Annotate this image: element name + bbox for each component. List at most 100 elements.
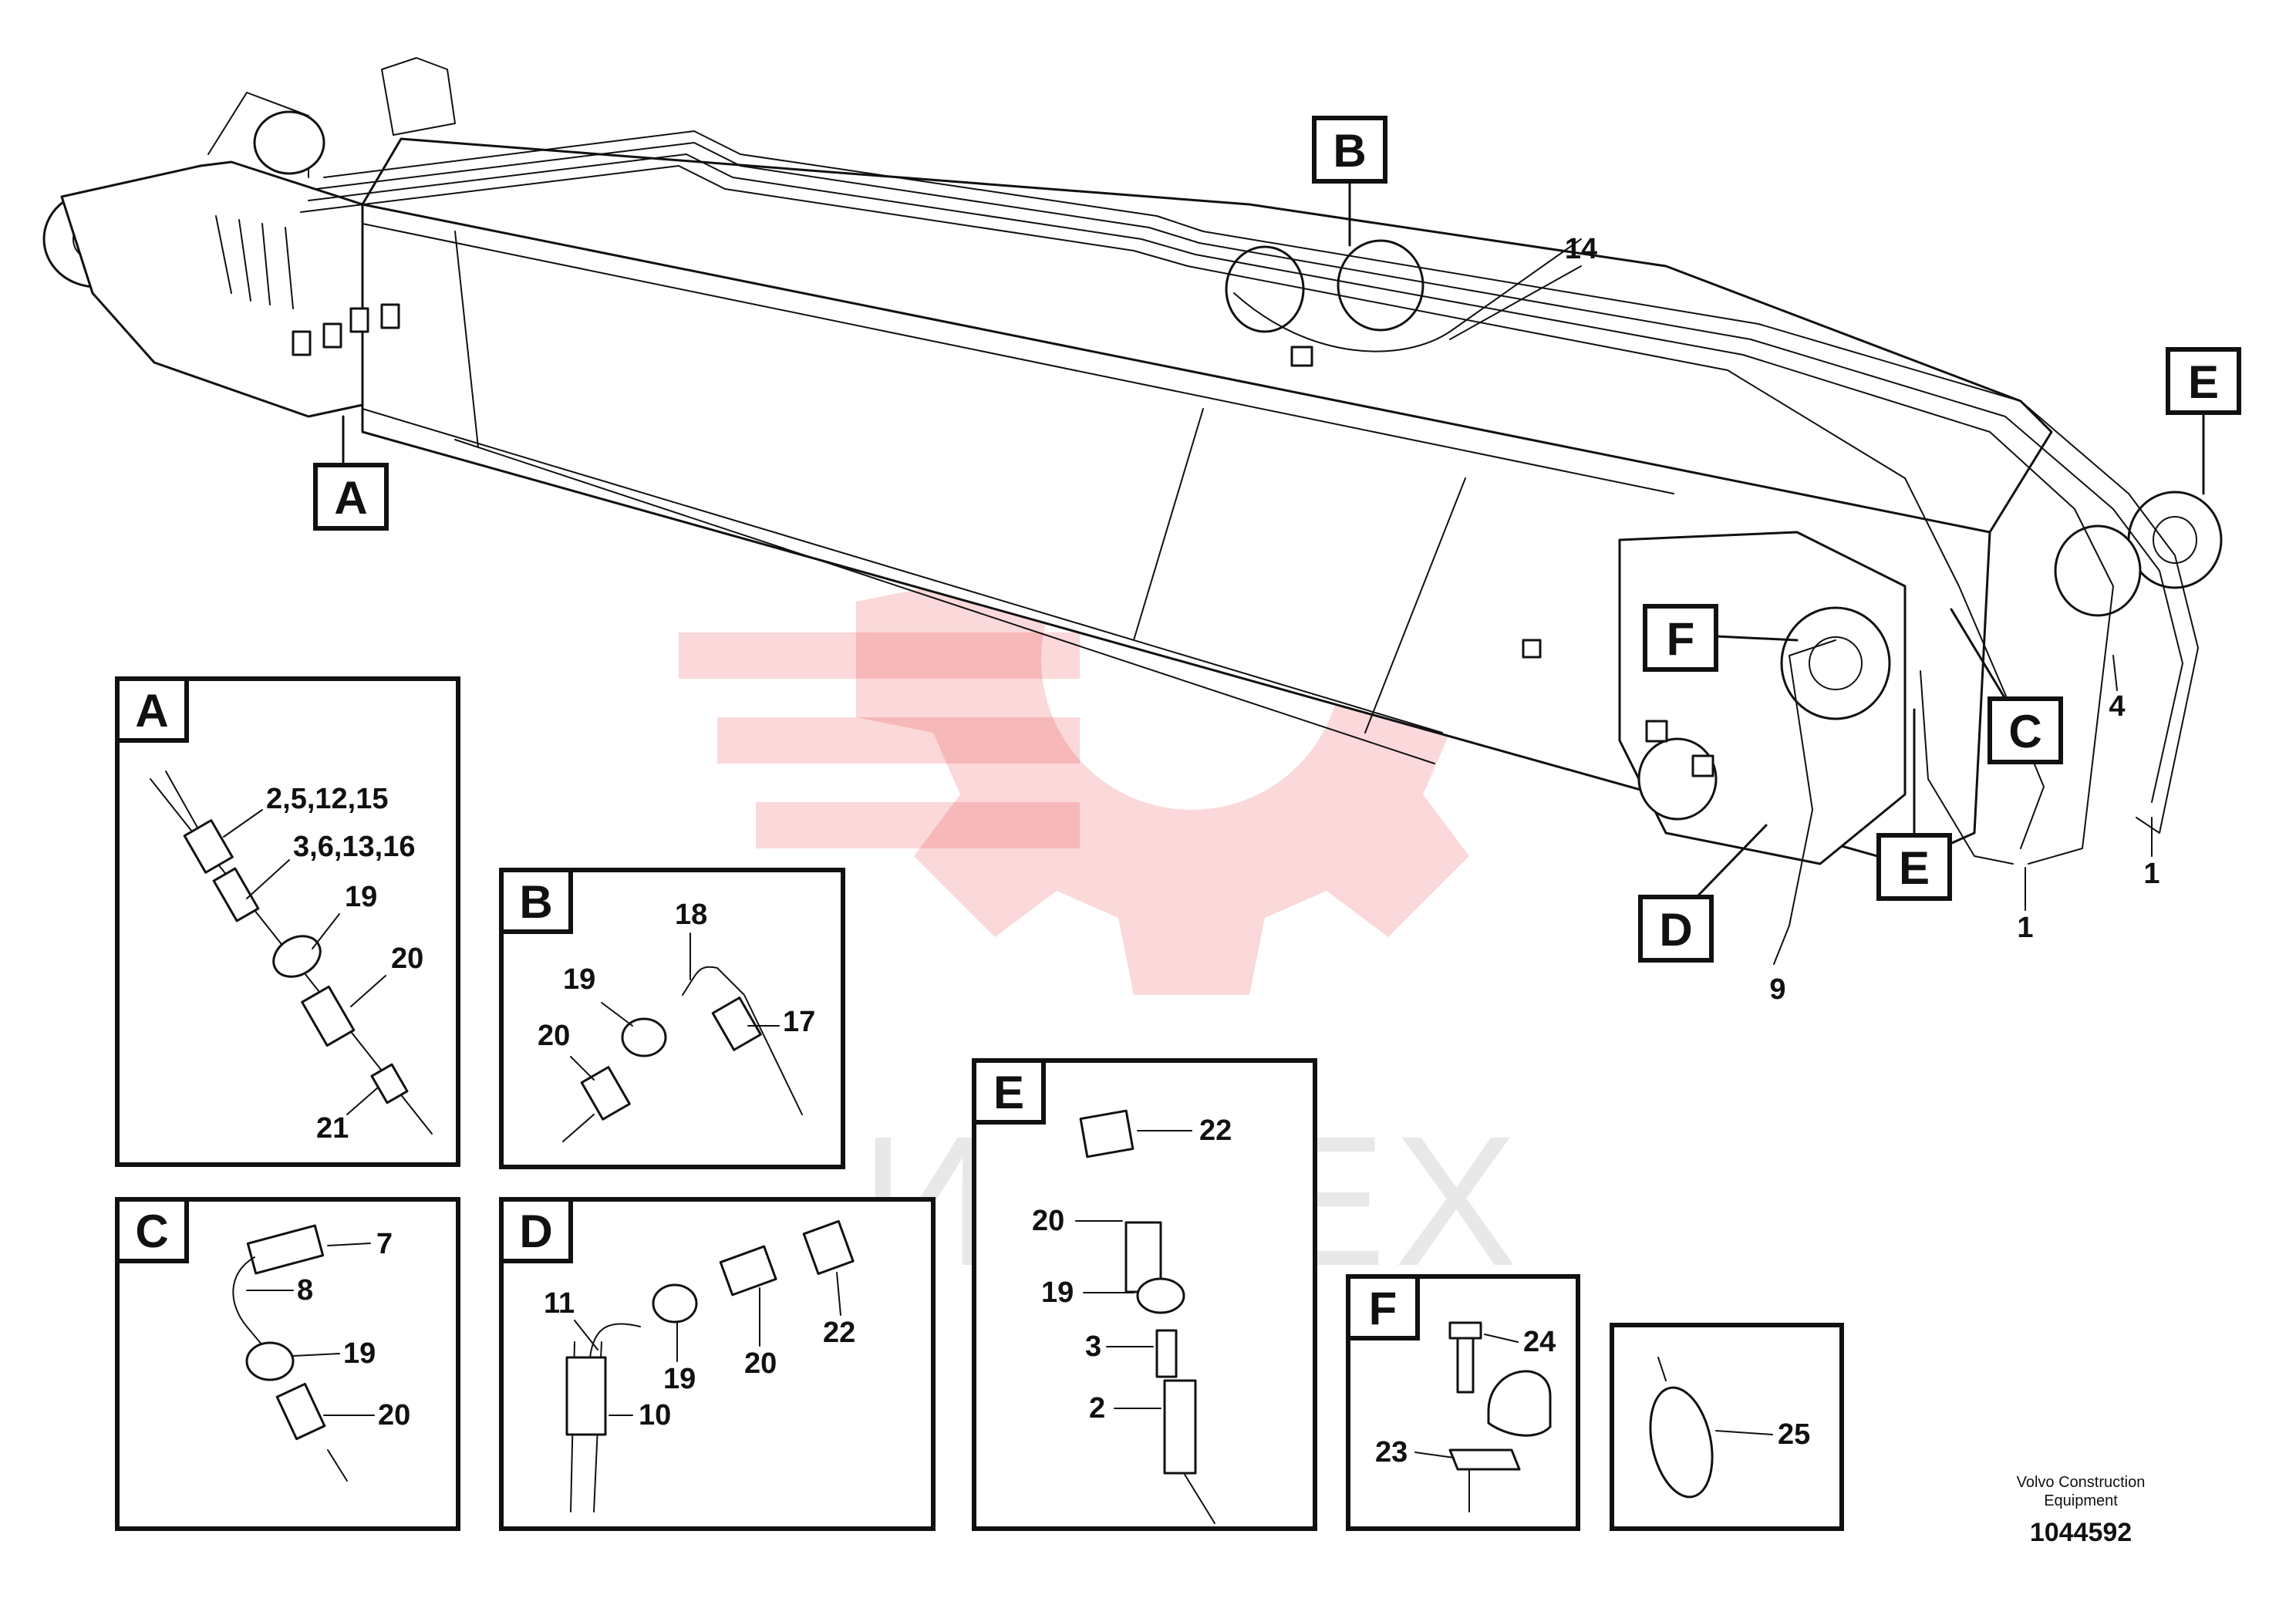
panel-d-label-2: 19 [663,1363,696,1395]
panel-e-label-4: 3 [1085,1330,1101,1363]
label-f: F [1667,613,1695,665]
leader-d [1695,824,1768,899]
panel-b-letter: B [519,876,552,928]
panel-d-label-1: 11 [544,1287,575,1320]
panel-d-letter: D [519,1206,552,1257]
panel-e-sleeve [1155,1329,1178,1378]
clamp-square-2 [1522,639,1542,659]
detail-panel-d: D 11 19 20 22 10 [499,1197,936,1531]
clamp-square-1 [1290,346,1313,367]
boom-stiffener-2 [1133,408,1204,641]
panel-b-label-4: 20 [538,1020,570,1052]
a-hose-bundle [215,215,294,309]
panel-c-label-4: 20 [378,1399,410,1431]
arm-pivot-boss-2 [2054,524,2142,617]
mid-boss-left [1225,245,1305,333]
panel-c-coupling [275,1382,326,1441]
panel-c-letter: C [135,1206,168,1257]
detail-panel-f: F 24 23 [1346,1274,1580,1531]
panel-a-label-4: 20 [391,943,423,975]
panel-e-elbow-fitting [1079,1109,1135,1158]
detail-panel-cable-tie: 25 [1610,1323,1844,1531]
hydraulic-line-1 [323,130,2199,834]
panel-a-plug [370,1063,409,1104]
boom-stiffener-1 [454,231,479,448]
panel-b-label-3: 17 [783,1006,815,1038]
panel-c-o-ring [245,1341,295,1381]
arm-pivot-pin [2153,516,2197,564]
panel-f-label-1: 24 [1523,1326,1556,1358]
callout-9: 9 [1769,973,1785,1006]
a-fitting-4 [380,303,400,329]
footer-equipment: Equipment [2044,1492,2118,1509]
boom-rail-bottom [454,439,1435,764]
panel-b-o-ring [621,1017,667,1057]
label-box-a [313,463,389,531]
panel-f-bolt-head [1448,1321,1482,1340]
label-d: D [1659,904,1692,956]
a-fitting-3 [349,307,369,333]
panel-f-clamp-base [1448,1448,1521,1471]
panel-e-nipple [1163,1379,1197,1475]
panel-f-bolt-shank [1456,1337,1475,1394]
panel-b-hose-fitting [711,996,762,1051]
panel-a-label-5: 21 [316,1112,349,1145]
cable-tie-tail [1657,1357,1667,1381]
panel-a-label-3: 19 [345,881,377,913]
panel-d-coupling [719,1245,777,1297]
hydraulic-line-9 [1773,639,1836,965]
label-e-lower: E [1899,842,1930,894]
panel-a-sleeve [212,867,260,922]
panel-a-letter: A [135,685,168,737]
panel-a-hose-wall [165,771,201,834]
panel-e-label-3: 19 [1041,1276,1074,1309]
panel-d-elbow [589,1323,641,1358]
clamp-square-3 [1645,720,1668,743]
detail-panel-c: C 7 8 19 20 [115,1197,460,1531]
hydraulic-line-3 [308,153,2114,865]
mid-boss-right [1337,239,1424,332]
leader-14 [1449,265,1582,340]
panel-f-letter: F [1369,1283,1397,1334]
boom-stiffener-3 [1364,477,1466,733]
panel-b-label-2: 19 [563,963,595,996]
panel-e-o-ring [1136,1277,1185,1314]
boom-head-pin [1809,636,1863,690]
panel-a-o-ring [272,935,322,978]
panel-d-label-5: 10 [639,1399,671,1431]
hydraulic-line-14 [1233,238,1582,352]
panel-d-label-4: 22 [823,1317,855,1349]
panel-b-label-1: 18 [675,899,707,931]
panel-d-label-3: 20 [744,1347,777,1380]
panel-c-elbow [232,1256,267,1351]
panel-d-hose-fitting [565,1356,607,1436]
label-c: C [2008,706,2041,757]
boom-head-boss [1780,606,1891,720]
label-b: B [1333,125,1366,177]
label-box-c [1988,696,2063,764]
detail-panel-a: A 2,5,12,15 3,6,13,16 19 20 21 [115,676,460,1167]
clamp-square-4 [1691,754,1714,777]
footer-drawing-number: 1044592 [2030,1518,2132,1547]
a-fitting-1 [292,330,312,356]
label-box-d [1638,895,1714,963]
panel-a-coupling [301,985,356,1047]
detail-panel-b: B 18 19 17 20 [499,868,845,1169]
label-box-e-upper [2166,347,2241,415]
boom-assembly [42,57,2223,865]
leader-4 [2112,655,2118,691]
label-box-f [1643,604,1718,672]
panel-b-elbow [682,966,803,1115]
panel-c-label-1: 7 [376,1228,393,1260]
cable-tie-loop [1649,1386,1714,1499]
callout-1b: 1 [2143,858,2159,890]
panel-d-elbow-fitting [802,1219,855,1276]
arm-pivot-boss [2127,491,2223,589]
panel-a-label-1: 2,5,12,15 [266,783,388,815]
leader-c [1950,608,2007,700]
label-e-upper: E [2188,356,2219,408]
detail-panel-e: E 22 20 19 3 2 [972,1058,1317,1531]
boom-rail-lower [362,408,1443,733]
leader-f [1714,635,1799,642]
